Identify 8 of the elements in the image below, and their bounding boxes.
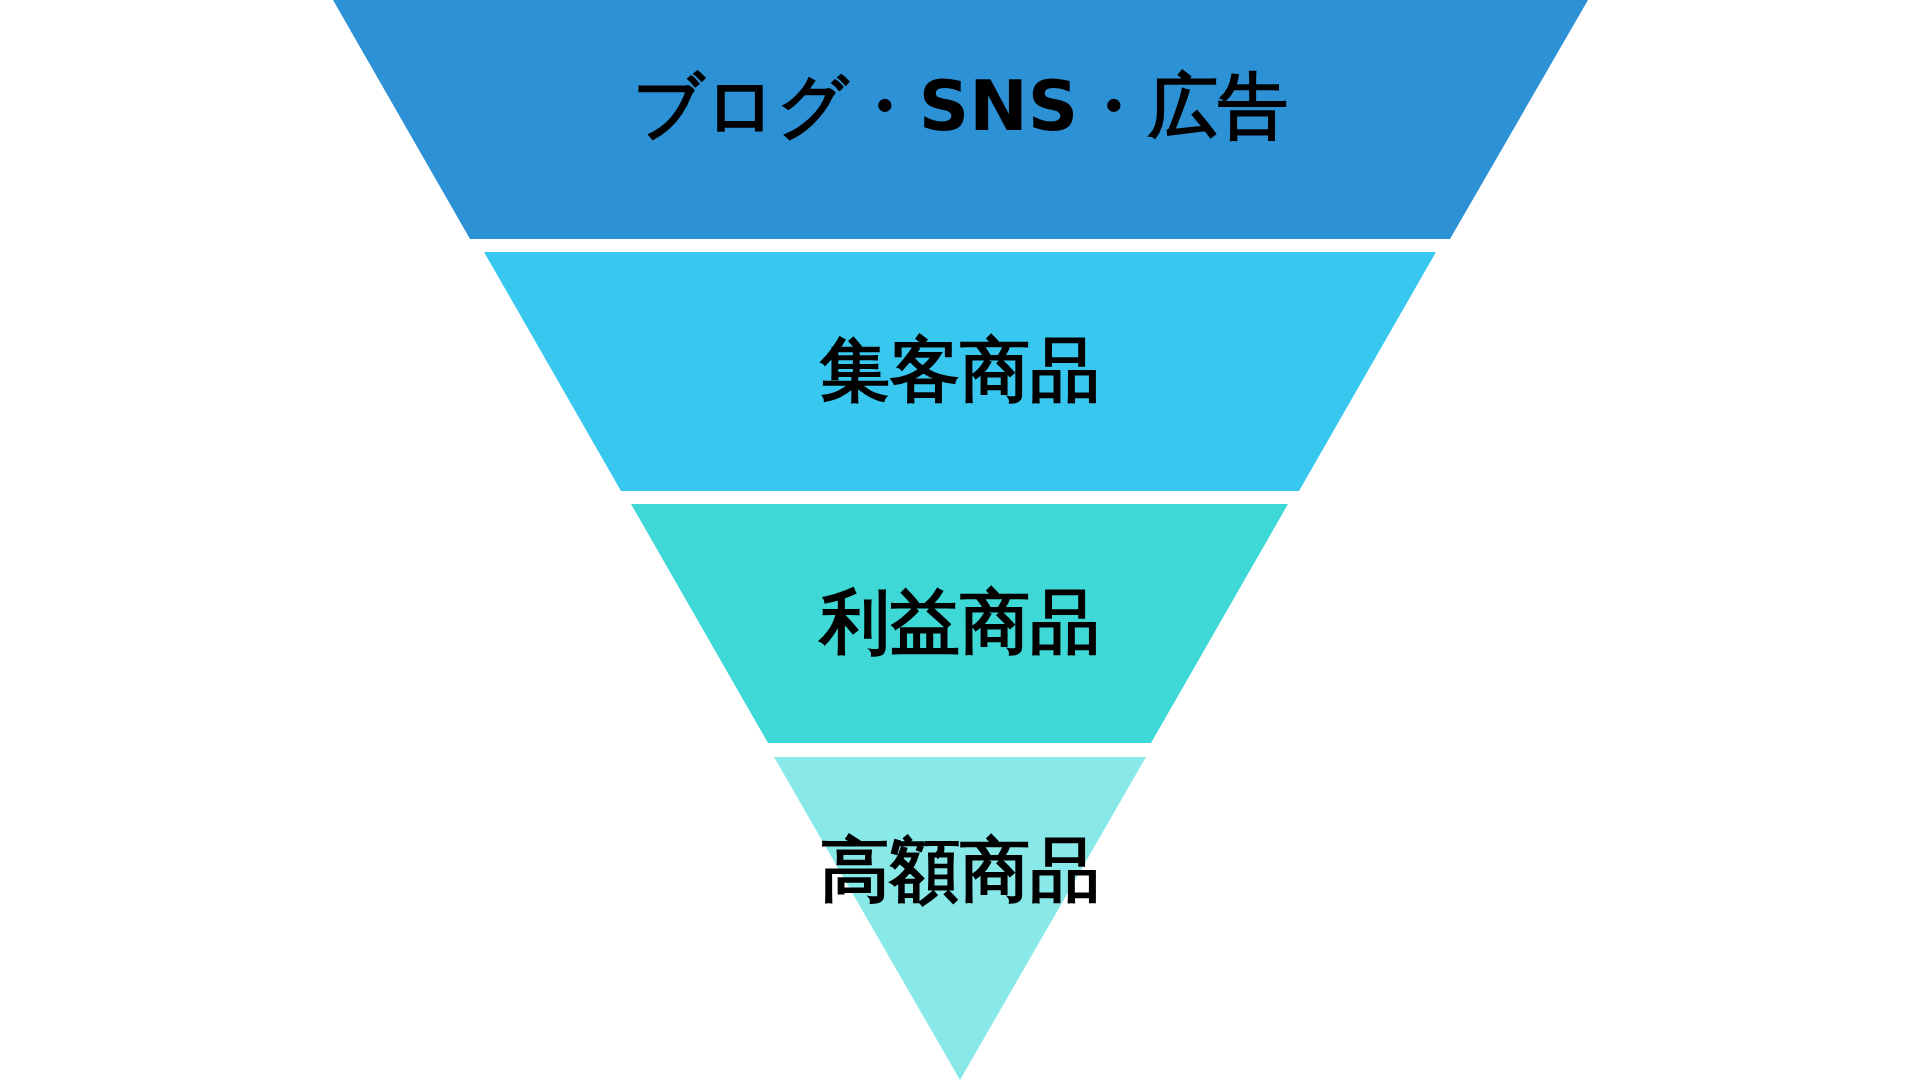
band-label: 集客商品 bbox=[820, 332, 1100, 409]
band-label: 利益商品 bbox=[819, 584, 1100, 661]
funnel-band bbox=[333, 0, 1588, 239]
funnel-band bbox=[631, 504, 1288, 743]
band-label: ブログ・SNS・広告 bbox=[632, 68, 1289, 145]
band-label: 高額商品 bbox=[820, 832, 1100, 909]
funnel-band bbox=[774, 757, 1146, 1080]
funnel-band bbox=[484, 252, 1436, 491]
